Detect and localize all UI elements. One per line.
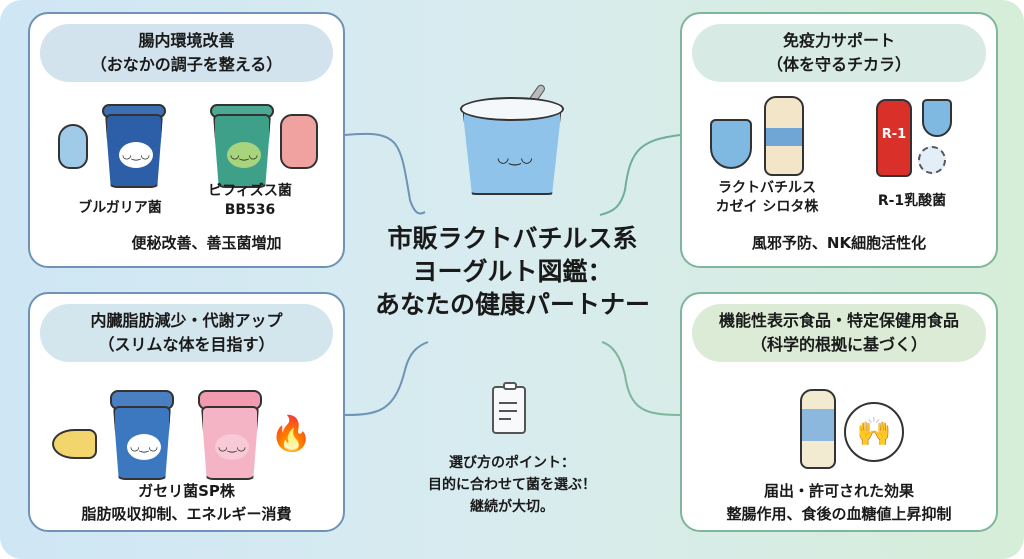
drink-bottle-icon	[800, 389, 836, 469]
bifidus-yogurt-icon: ◡‿◡	[213, 114, 271, 188]
panel-fat-reduction: 内臓脂肪減少・代謝アップ （スリムな体を目指す） ◡‿◡ ◡‿◡ 🔥 ガセリ菌S…	[28, 292, 345, 532]
measuring-tape-icon	[52, 429, 97, 459]
panel-heading: 免疫力サポート （体を守るチカラ）	[692, 24, 986, 82]
panel-summary: 便秘改善、善玉菌増加	[131, 234, 282, 252]
effect-label: 届出・許可された効果	[763, 482, 914, 500]
summary-text: 脂肪吸収抑制、エネルギー消費	[81, 505, 292, 523]
pink-yogurt-icon: ◡‿◡	[201, 406, 259, 480]
strain-label: ビフィズス菌 BB536	[190, 182, 310, 220]
heading-line-2: （科学的根拠に基づく）	[750, 335, 927, 354]
strain-name: ラクトバチルス	[718, 180, 816, 196]
strain-name: カゼイ シロタ株	[715, 199, 819, 215]
panel-functional-foods: 機能性表示食品・特定保健用食品 （科学的根拠に基づく） 🙌 届出・許可された効果…	[680, 292, 998, 532]
heading-line-2: （おなかの調子を整える）	[90, 55, 283, 74]
connector-fat	[344, 341, 429, 416]
title-line-2: ヨーグルト図鑑：	[412, 257, 613, 286]
r1-bottle-icon: R-1	[876, 99, 912, 177]
connector-functional	[601, 341, 681, 416]
summary-text: 整腸作用、食後の血糖値上昇抑制	[726, 505, 952, 523]
panel-gut-health: 腸内環境改善 （おなかの調子を整える） ◡‿◡ ◡‿◡ ブルガリア菌 ビフィズス…	[28, 12, 345, 268]
virus-icon	[918, 146, 946, 174]
shield-icon	[710, 119, 752, 169]
heading-line-1: 機能性表示食品・特定保健用食品	[718, 311, 959, 330]
panel-heading: 内臓脂肪減少・代謝アップ （スリムな体を目指す）	[40, 304, 333, 362]
strain-code: BB536	[224, 202, 276, 218]
connector-immune	[599, 134, 681, 216]
strain-label: ラクトバチルス カゼイ シロタ株	[702, 179, 832, 217]
tips-line-1: 選び方のポイント：	[449, 455, 575, 471]
panel-immune-support: 免疫力サポート （体を守るチカラ） R-1 ラクトバチルス カゼイ シロタ株 R…	[680, 12, 998, 268]
shield-icon	[922, 99, 952, 137]
strain-label: R-1乳酸菌	[877, 193, 947, 209]
page-title: 市販ラクトバチルス系 ヨーグルト図鑑： あなたの健康パートナー	[345, 222, 680, 321]
panel-heading: 腸内環境改善 （おなかの調子を整える）	[40, 24, 333, 82]
bulgaria-yogurt-icon: ◡‿◡	[105, 114, 163, 188]
panel-summary: 届出・許可された効果 整腸作用、食後の血糖値上昇抑制	[682, 480, 996, 526]
selection-tips: 選び方のポイント： 目的に合わせて菌を選ぶ！ 継続が大切。	[380, 452, 644, 518]
intestine-mascot-icon	[280, 114, 318, 169]
yogurt-cup-mascot-icon: ◡‿◡	[460, 83, 572, 205]
panel-heading: 機能性表示食品・特定保健用食品 （科学的根拠に基づく）	[692, 304, 986, 362]
title-line-3: あなたの健康パートナー	[374, 290, 650, 319]
title-line-1: 市販ラクトバチルス系	[387, 224, 638, 253]
strain-name: ビフィズス菌	[208, 183, 292, 199]
heading-line-1: 内臓脂肪減少・代謝アップ	[90, 311, 283, 330]
tokuho-seal-icon: 🙌	[844, 402, 904, 462]
gasseri-yogurt-icon: ◡‿◡	[113, 406, 171, 480]
panel-summary: 風邪予防、NK細胞活性化	[751, 234, 927, 252]
heading-line-2: （体を守るチカラ）	[766, 55, 911, 74]
yakult-bottle-icon	[764, 96, 804, 176]
flame-icon: 🔥	[270, 414, 313, 454]
connector-gut	[344, 132, 426, 215]
clipboard-icon	[492, 382, 526, 434]
tips-line-3: 継続が大切。	[470, 499, 554, 515]
strain-label: ガセリ菌SP株	[138, 482, 235, 500]
bacteria-mascot-icon	[58, 124, 88, 169]
heading-line-2: （スリムな体を目指す）	[98, 335, 275, 354]
strain-label: ブルガリア菌	[78, 200, 162, 216]
panel-summary: ガセリ菌SP株 脂肪吸収抑制、エネルギー消費	[30, 480, 343, 526]
heading-line-1: 免疫力サポート	[782, 31, 895, 50]
heading-line-1: 腸内環境改善	[138, 31, 235, 50]
tips-line-2: 目的に合わせて菌を選ぶ！	[428, 477, 596, 493]
